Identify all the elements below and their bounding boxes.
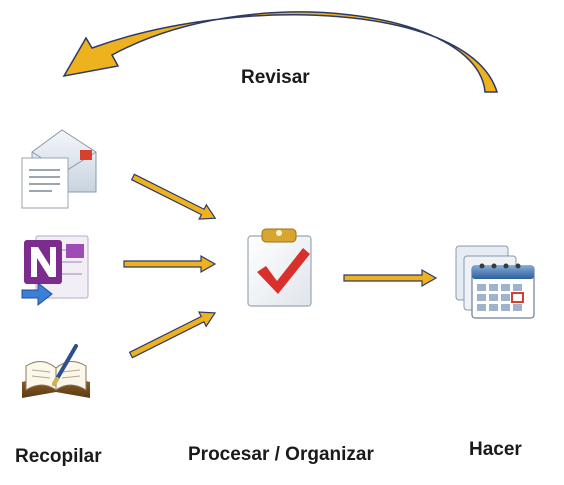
do-label: Hacer [469,439,522,460]
collect-to-process-arrow-top [130,173,217,220]
clipboard-check-icon [247,228,312,307]
review-label: Revisar [241,67,310,88]
notebook-pen-icon [22,344,90,398]
calendar-icon [455,245,535,319]
collect-to-process-arrow-middle [123,254,217,274]
collect-label: Recopilar [15,446,102,467]
mail-document-icon [21,129,97,209]
collect-to-process-arrow-bottom [128,311,217,359]
review-cycle-arrow [62,11,499,93]
onenote-icon [21,235,89,307]
process-label: Procesar / Organizar [188,444,374,465]
process-to-do-arrow [343,268,438,288]
